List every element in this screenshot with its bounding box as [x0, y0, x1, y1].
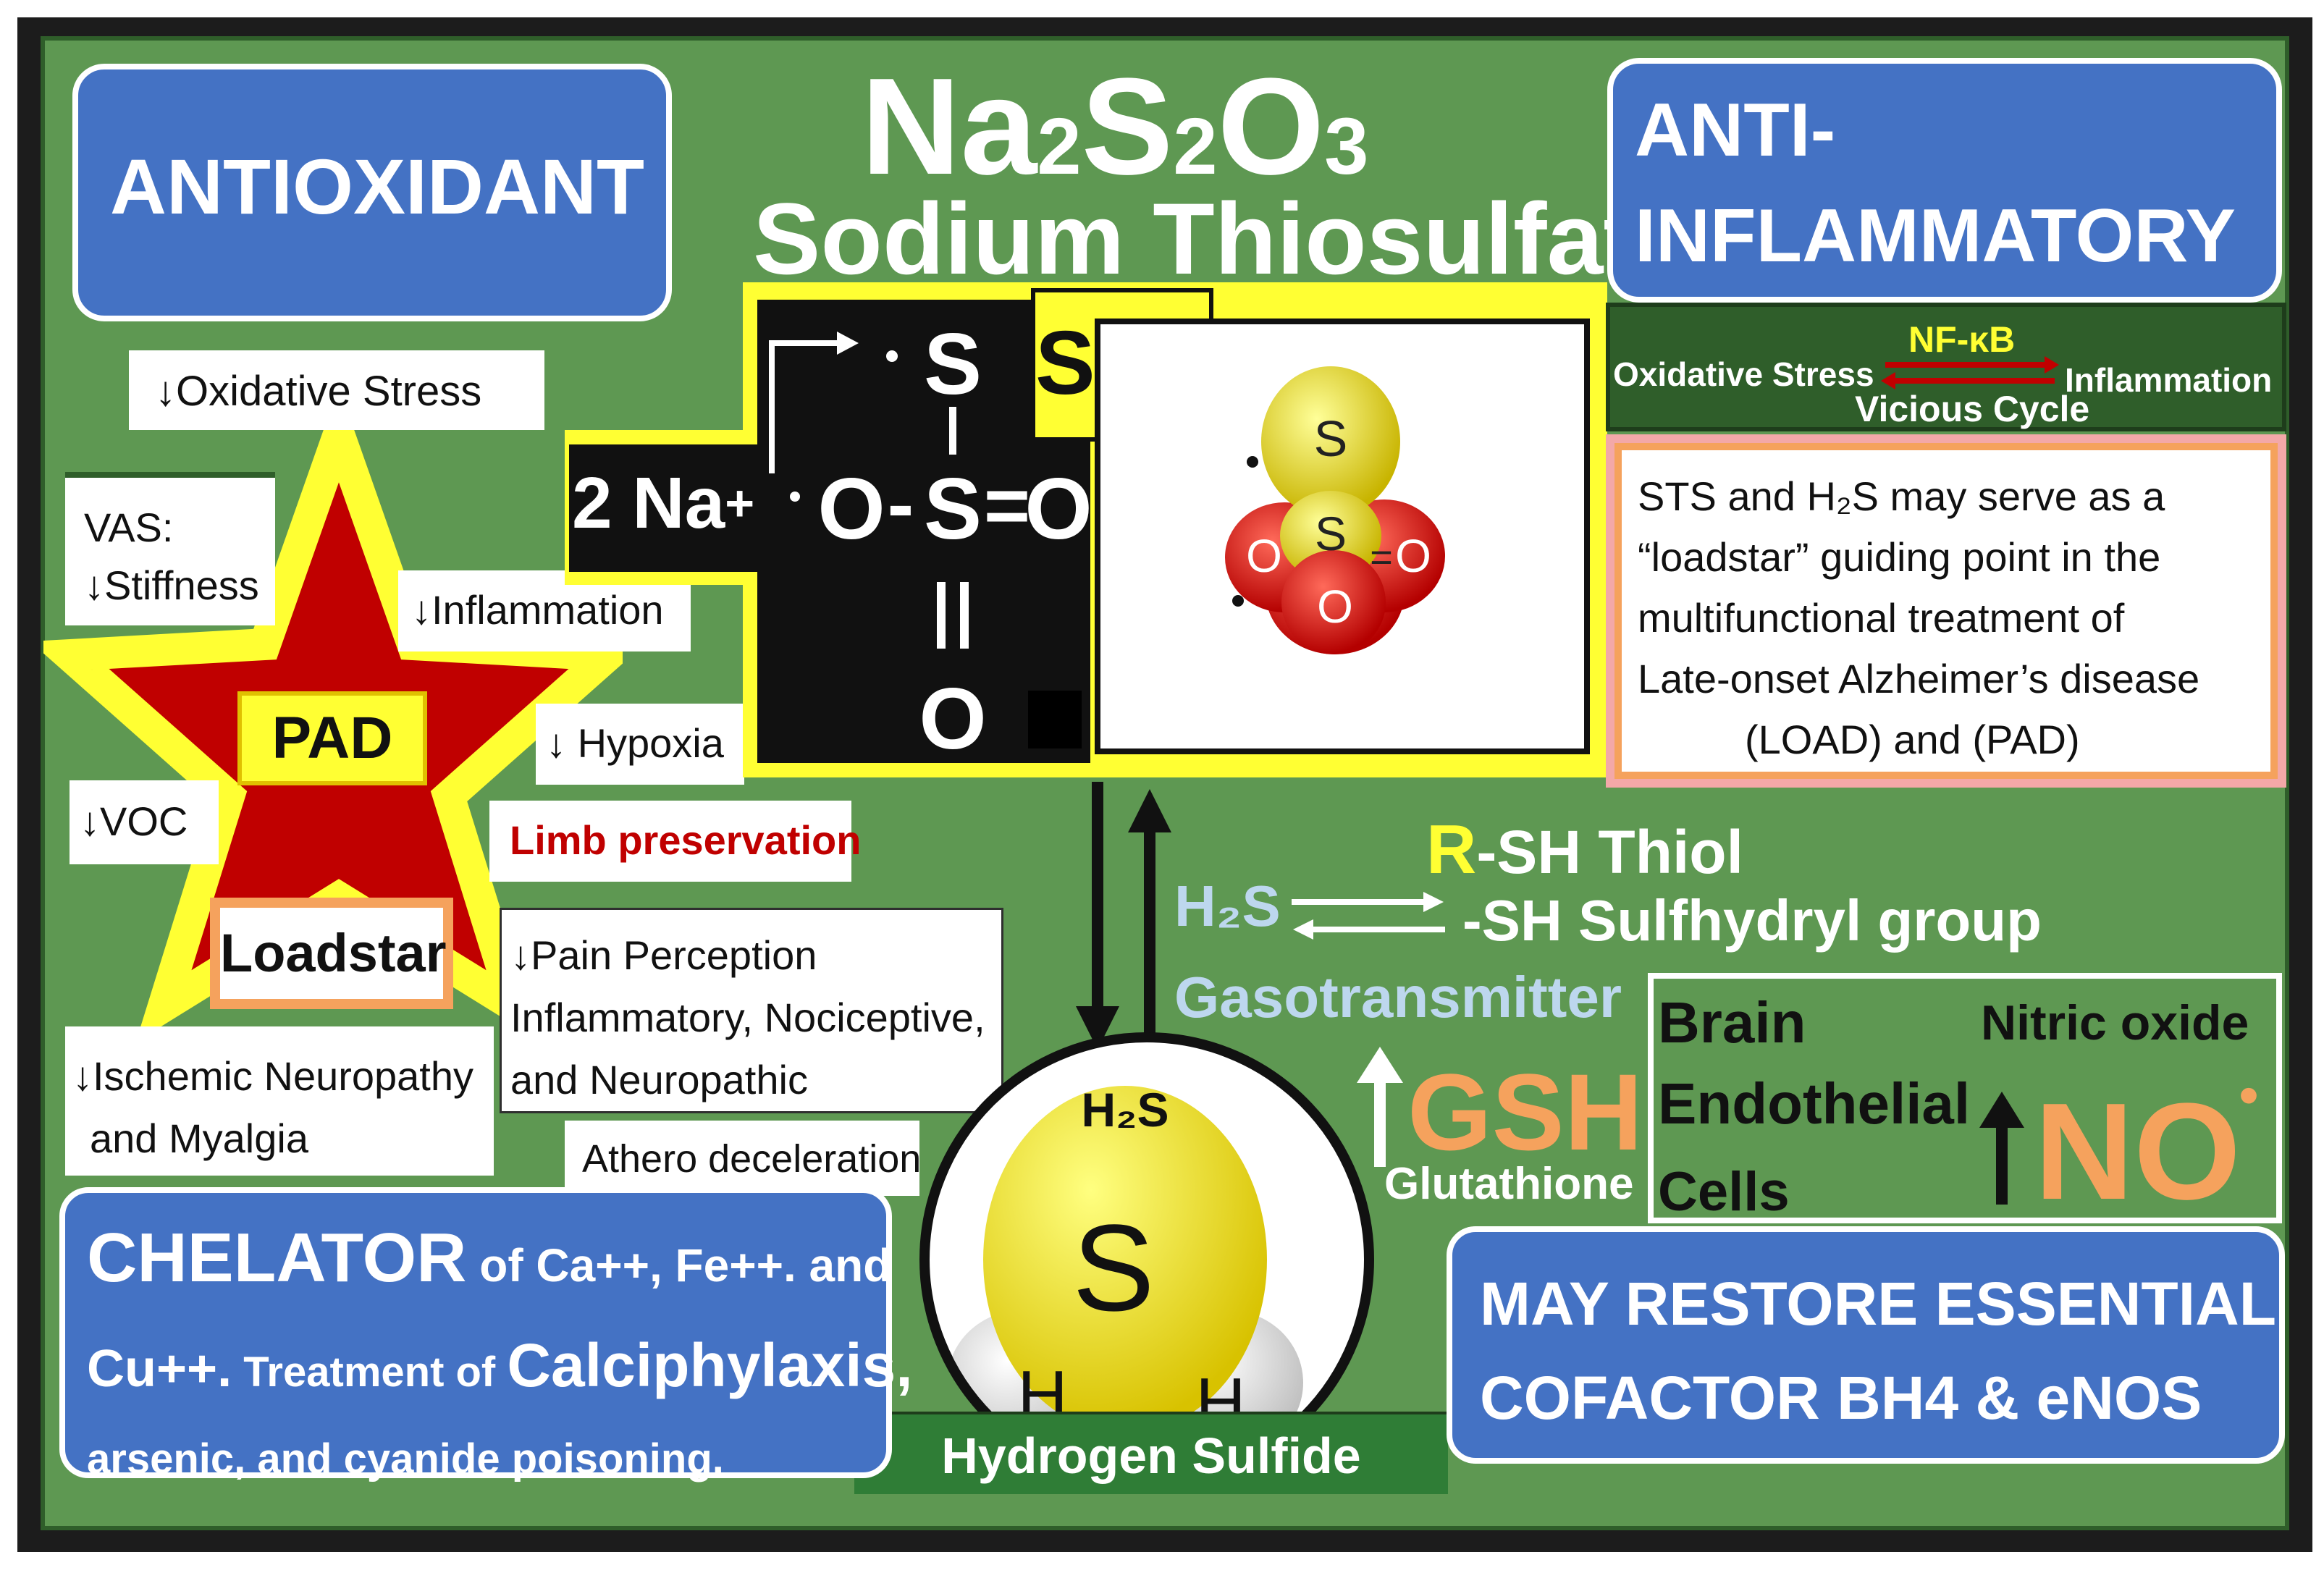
athero-deceleration-effect: Athero deceleration	[565, 1121, 921, 1196]
compound-name: Sodium Thiosulfate	[753, 182, 1693, 295]
sodium-band	[569, 444, 757, 572]
antioxidant-label: ANTIOXIDANT	[110, 143, 644, 230]
anti-inflammatory-box: ANTI- INFLAMMATORY	[1607, 58, 2282, 303]
structure-formula: S O - S = O O	[769, 316, 1090, 763]
down-arrow-icon: ↓	[84, 562, 104, 608]
gsh-label: GSH	[1407, 1051, 1643, 1173]
down-arrow-icon: ↓	[80, 798, 100, 844]
down-arrow-icon: ↓	[72, 1053, 93, 1099]
limb-preservation-effect: Limb preservation	[489, 801, 861, 882]
h2s-formula: H₂S	[1081, 1083, 1169, 1136]
pain-perception-effect: ↓Pain Perception Inflammatory, Nocicepti…	[500, 908, 1003, 1113]
up-arrow-icon	[1357, 1047, 1403, 1167]
structure-square	[1028, 691, 1082, 748]
mol-s2: S	[1315, 507, 1347, 560]
hydrogen-sulfide-caption: Hydrogen Sulfide	[941, 1427, 1361, 1484]
formula-title: Na2S2O3	[861, 50, 1369, 203]
exchange-arrows	[1076, 782, 1171, 1057]
oxidative-stress-effect: ↓Oxidative Stress	[129, 350, 544, 430]
mol-o2: O	[1395, 530, 1431, 582]
nitric-oxide-label: Nitric oxide	[1981, 995, 2249, 1050]
atom-o-right: O	[1024, 460, 1090, 557]
inflammatory-label: INFLAMMATORY	[1635, 194, 2236, 278]
chelator-box: CHELATOR of Ca++, Fe++. and Cu++. Treatm…	[59, 1187, 913, 1483]
vc-caption: Vicious Cycle	[1855, 389, 2090, 429]
mol-o1: O	[1246, 530, 1282, 582]
mol-o3: O	[1317, 581, 1353, 633]
atom-s-top: S	[924, 316, 982, 413]
sulfhydryl-group: -SH Sulfhydryl group	[1462, 888, 2042, 953]
pad-label: PAD	[271, 705, 393, 771]
down-arrow-icon: ↓	[510, 932, 531, 978]
no-radical-dot: •	[2239, 1063, 2260, 1127]
no-label: NO	[2034, 1075, 2241, 1228]
r-sh-thiol: R-SH Thiol	[1426, 811, 1743, 888]
bond-single: -	[888, 460, 914, 549]
loadstar-label: Loadstar	[220, 923, 447, 983]
mol-s1: S	[1314, 410, 1348, 467]
down-arrow-icon: ↓	[411, 587, 431, 633]
loadstar-note-inner: STS and H₂S may serve as a “loadstar” gu…	[1614, 443, 2278, 779]
endothelial-label: Endothelial	[1658, 1071, 1971, 1136]
down-arrow-icon: ↓	[546, 720, 566, 766]
bond-double: =	[984, 461, 1030, 550]
vas-title: VAS:	[84, 505, 174, 550]
vc-oxidative-stress: Oxidative Stress	[1613, 355, 1874, 393]
loadstar-note-box: STS and H₂S may serve as a “loadstar” gu…	[1606, 434, 2286, 788]
hypoxia-effect: ↓ Hypoxia	[536, 704, 744, 785]
vc-inflammation: Inflammation	[2065, 361, 2273, 399]
antioxidant-box: ANTIOXIDANT	[72, 64, 672, 321]
brain-label: Brain	[1658, 990, 1806, 1055]
hydrogen-sulfide-caption-box: Hydrogen Sulfide	[854, 1412, 1448, 1494]
mol-eq: =	[1370, 536, 1393, 579]
restore-cofactor-box: MAY RESTORE ESSENTIAL COFACTOR BH4 & eNO…	[1447, 1226, 2285, 1464]
atom-s-center: S	[924, 460, 982, 557]
equilibrium-arrows-icon	[1292, 892, 1445, 940]
atom-o-left: O	[817, 460, 885, 557]
cells-label: Cells	[1658, 1161, 1790, 1223]
down-arrow-icon: ↓	[155, 368, 176, 415]
loadstar-label-box: Loadstar	[210, 898, 453, 1009]
ischemic-neuropathy-effect: ↓Ischemic Neuropathy and Myalgia	[65, 1026, 494, 1176]
arrow-head-icon	[837, 332, 859, 355]
glutathione-label: Glutathione	[1384, 1159, 1634, 1209]
equilibrium-arrows-icon	[1881, 356, 2059, 389]
h2s-small-label: H₂S	[1174, 874, 1281, 938]
h2s-circle: H₂S S H H	[919, 1032, 1374, 1487]
bracket-arrow-icon	[769, 340, 837, 473]
up-arrow-icon	[1979, 1092, 2024, 1205]
voc-effect: ↓VOC	[70, 780, 219, 864]
sodium-label: 2 Na+	[572, 463, 755, 544]
brain-endothelial-box	[1648, 973, 2282, 1223]
atom-o-bottom: O	[919, 670, 986, 763]
h2s-s-atom: S	[1072, 1199, 1154, 1337]
pad-label-box: PAD	[237, 691, 427, 785]
sts-molecule-model: S S O O O =	[1225, 366, 1445, 654]
vas-stiffness-effect: VAS: ↓Stiffness	[65, 472, 275, 625]
vc-nfkb: NF-κB	[1908, 319, 2016, 360]
gasotransmitter-label: Gasotransmitter	[1174, 965, 1622, 1029]
anti-label: ANTI-	[1635, 88, 1836, 172]
